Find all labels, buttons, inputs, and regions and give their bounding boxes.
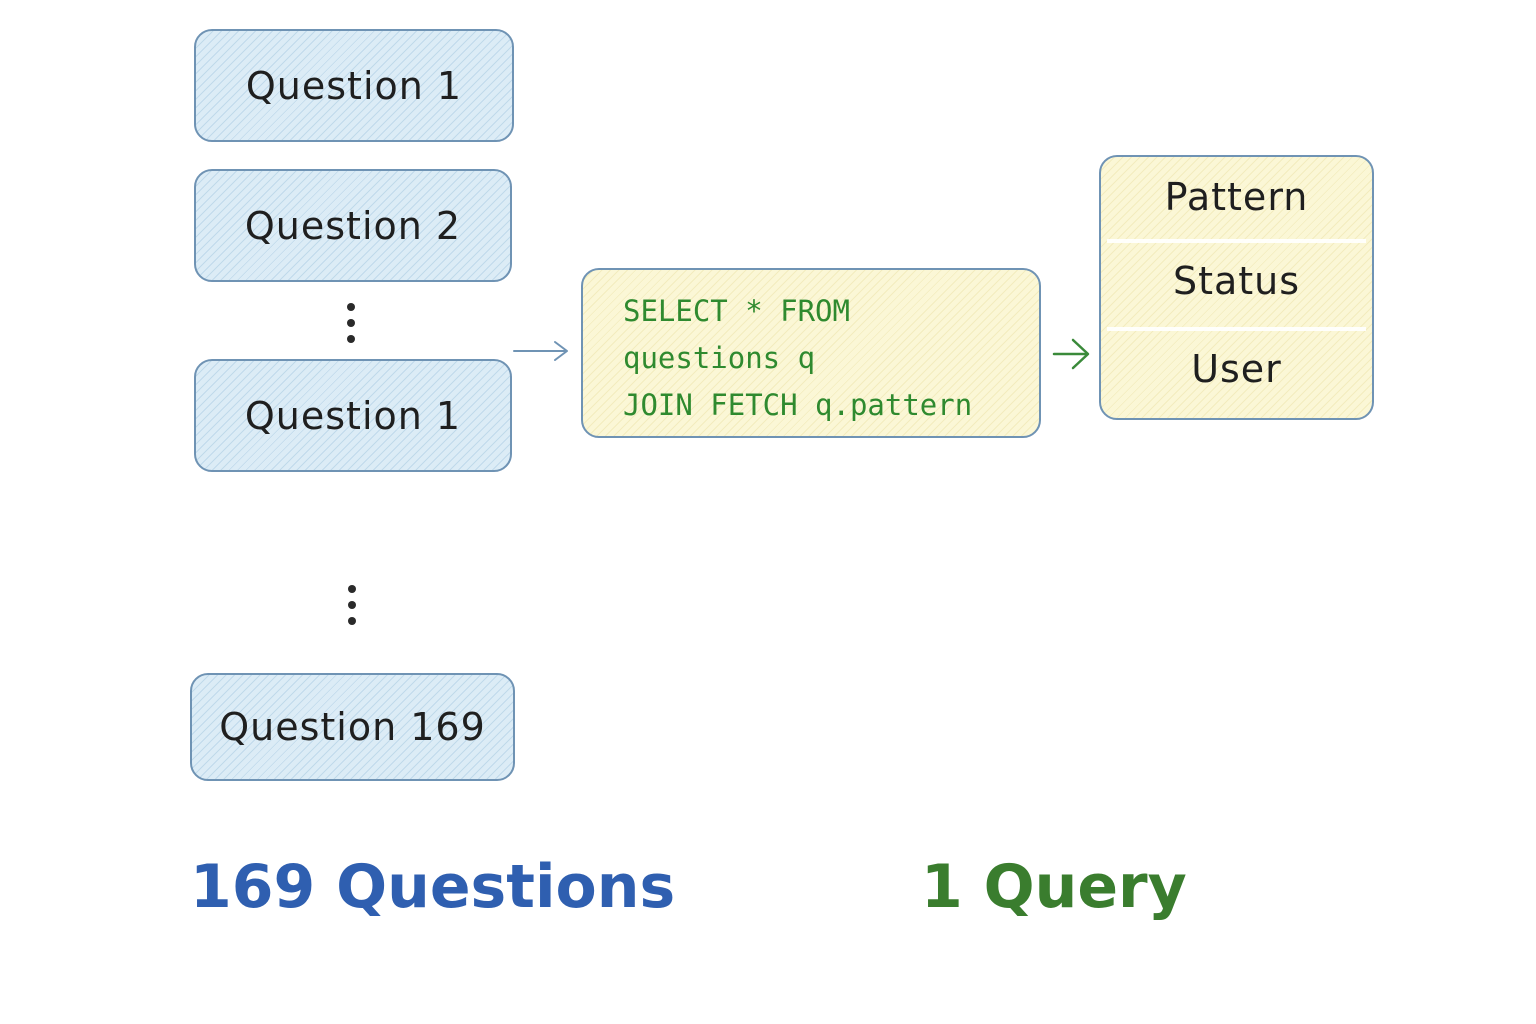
entity-pattern: Pattern — [1164, 175, 1309, 219]
question-label-1: Question 1 — [245, 63, 463, 108]
question-box-2: Question 2 — [194, 169, 512, 282]
question-box-1: Question 1 — [194, 29, 514, 142]
arrow-to-entities — [1052, 338, 1090, 370]
sql-line-3: JOIN FETCH q.pattern — [623, 388, 973, 422]
sql-query: SELECT * FROM questions q JOIN FETCH q.p… — [623, 288, 972, 429]
question-label-2: Question 2 — [244, 203, 462, 248]
question-label-3: Question 1 — [244, 393, 462, 438]
question-box-3: Question 1 — [194, 359, 512, 472]
entity-status: Status — [1172, 259, 1301, 303]
question-box-169: Question 169 — [190, 673, 515, 781]
sql-line-1: SELECT * FROM — [623, 294, 850, 328]
entity-divider-2 — [1107, 327, 1366, 331]
question-label-169: Question 169 — [219, 705, 486, 749]
query-count-label: 1 Query — [921, 852, 1187, 922]
entity-user: User — [1191, 347, 1282, 391]
sql-line-2: questions q — [623, 341, 816, 375]
arrow-to-query — [513, 341, 568, 361]
entity-list: Pattern Status User — [1101, 157, 1372, 418]
entities-box: Pattern Status User — [1099, 155, 1374, 420]
sql-query-box: SELECT * FROM questions q JOIN FETCH q.p… — [581, 268, 1041, 438]
entity-divider-1 — [1107, 239, 1366, 243]
ellipsis-dots-bottom — [348, 585, 358, 633]
questions-count-label: 169 Questions — [190, 852, 676, 922]
ellipsis-dots-top — [347, 303, 357, 351]
